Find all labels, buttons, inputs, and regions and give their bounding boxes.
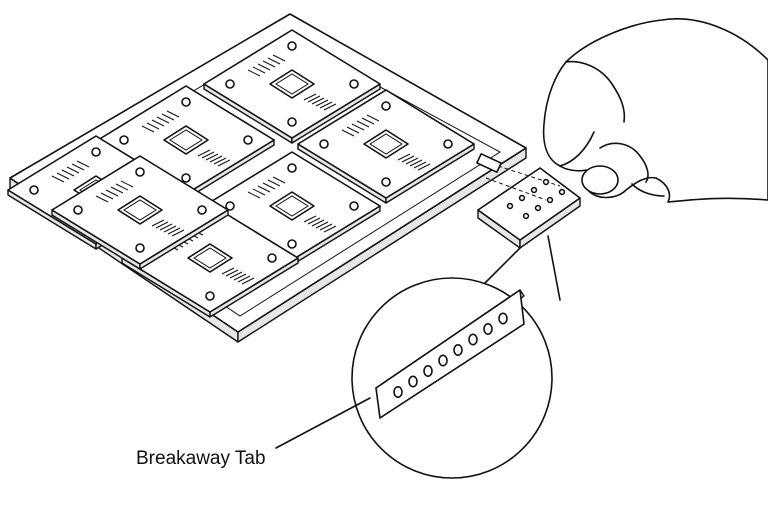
magnified-tab-hole (408, 375, 418, 388)
tab-hole (530, 186, 538, 194)
magnified-tab-hole (483, 322, 493, 335)
callout-label: Breakaway Tab (136, 448, 266, 469)
tab-hole (506, 202, 514, 210)
magnified-tab-hole (468, 333, 478, 346)
tab-hole (518, 194, 526, 202)
circuit-board-modules (7, 29, 475, 318)
callout-leader-line (275, 397, 371, 449)
breakaway-tab-piece (476, 153, 581, 249)
magnified-tab-hole (438, 354, 448, 367)
tab-hole (558, 188, 566, 196)
magnified-tab-holes (393, 312, 508, 398)
board-module (297, 89, 475, 204)
magnified-tab-hole (393, 385, 403, 398)
magnified-tab-hole (423, 364, 433, 377)
magnified-tab-hole (498, 312, 508, 325)
magnified-tab-hole (453, 343, 463, 356)
board-module (51, 155, 229, 270)
tab-hole (522, 212, 530, 220)
magnifier-callout (351, 235, 561, 479)
tab-hole (534, 204, 542, 212)
hand-drawing (542, 18, 768, 203)
tab-hole-row (506, 178, 566, 220)
tab-hole (546, 196, 554, 204)
board-module (203, 29, 381, 144)
tab-hole (542, 178, 550, 186)
